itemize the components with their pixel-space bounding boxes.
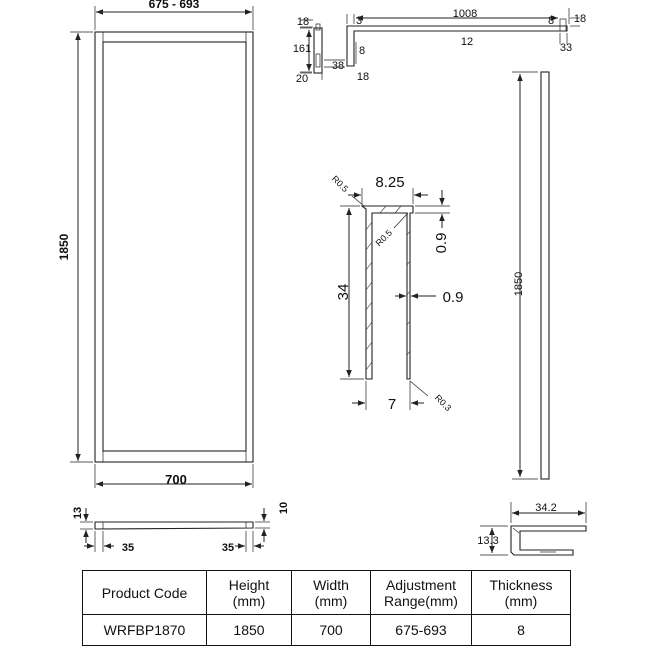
profile-top-thickness-label: 0.9 bbox=[433, 233, 450, 254]
cell-width: 700 bbox=[291, 614, 371, 646]
bracket-detail: 18 3 1008 8 18 161 12 8 33 38 20 18 bbox=[293, 8, 586, 85]
bracket-label: 8 bbox=[548, 15, 554, 27]
header-label: Adjustment Range(mm) bbox=[384, 576, 458, 609]
plan-profile bbox=[94, 521, 254, 530]
side-height-label: 1850 bbox=[513, 272, 525, 296]
header-product-code: Product Code bbox=[82, 570, 207, 615]
spec-table-row: WRFBP1870 1850 700 675-693 8 bbox=[82, 614, 571, 646]
bracket-label: 12 bbox=[461, 36, 473, 48]
header-height: Height (mm) bbox=[206, 570, 292, 615]
profile-width-label: 8.25 bbox=[375, 174, 404, 191]
front-view: 675 - 693 1850 700 bbox=[57, 0, 254, 488]
profile-radius-label: R0.3 bbox=[433, 393, 454, 414]
bracket-label: 161 bbox=[293, 43, 311, 55]
cell-adjustment-range: 675-693 bbox=[370, 614, 472, 646]
bracket-label: 8 bbox=[359, 45, 365, 57]
bracket-label: 20 bbox=[296, 73, 308, 85]
bracket-label: 18 bbox=[297, 16, 309, 28]
header-label: Height (mm) bbox=[228, 576, 270, 609]
bracket-label: 33 bbox=[560, 42, 572, 54]
inner-panel bbox=[102, 41, 247, 452]
profile-bottom-width-label: 7 bbox=[388, 396, 396, 413]
profile-height-label: 34 bbox=[335, 284, 352, 301]
cell-height: 1850 bbox=[206, 614, 292, 646]
bracket-upright bbox=[313, 27, 323, 74]
section-height-label: 13.3 bbox=[477, 535, 498, 547]
header-label: Product Code bbox=[101, 584, 188, 601]
bottom-dimension-label: 700 bbox=[165, 472, 187, 487]
header-width: Width (mm) bbox=[291, 570, 371, 615]
cell-product-code: WRFBP1870 bbox=[82, 614, 207, 646]
channel-section-outline bbox=[510, 525, 587, 556]
bracket-label: 38 bbox=[332, 60, 344, 72]
side-view: 1850 bbox=[512, 71, 550, 480]
section-width-label: 34.2 bbox=[535, 502, 556, 514]
header-thickness: Thickness (mm) bbox=[471, 570, 571, 615]
header-adjustment-range: Adjustment Range(mm) bbox=[370, 570, 472, 615]
support-arm bbox=[346, 25, 568, 67]
bracket-label: 18 bbox=[357, 71, 369, 83]
header-label: Width (mm) bbox=[313, 576, 349, 609]
spec-table: Product Code Height (mm) Width (mm) Adju… bbox=[82, 570, 571, 646]
channel-outline bbox=[360, 205, 414, 380]
plan-left-offset-label: 35 bbox=[122, 542, 134, 554]
side-profile bbox=[540, 71, 550, 480]
channel-profile: 8.25 R0.5 R0.5 0.9 0.9 34 7 R0.3 bbox=[330, 174, 464, 414]
channel-section: 34.2 13.3 bbox=[477, 502, 587, 556]
plan-right-height-label: 10 bbox=[278, 502, 290, 514]
bracket-label: 18 bbox=[574, 13, 586, 25]
bracket-label: 3 bbox=[356, 15, 362, 27]
top-dimension-label: 675 - 693 bbox=[149, 0, 200, 11]
plan-right-offset-label: 35 bbox=[222, 542, 234, 554]
profile-radius-label: R0.5 bbox=[330, 174, 351, 195]
spec-table-header-row: Product Code Height (mm) Width (mm) Adju… bbox=[82, 570, 571, 615]
profile-wall-thickness-label: 0.9 bbox=[443, 289, 464, 306]
profile-radius-label: R0.5 bbox=[374, 228, 395, 249]
left-dimension-label: 1850 bbox=[57, 233, 71, 260]
bracket-label: 1008 bbox=[453, 8, 477, 20]
plan-view: 13 10 35 35 bbox=[72, 502, 290, 554]
outer-frame bbox=[94, 31, 254, 463]
plan-left-height-label: 13 bbox=[72, 507, 84, 519]
header-label: Thickness (mm) bbox=[489, 576, 553, 609]
cell-thickness: 8 bbox=[471, 614, 571, 646]
